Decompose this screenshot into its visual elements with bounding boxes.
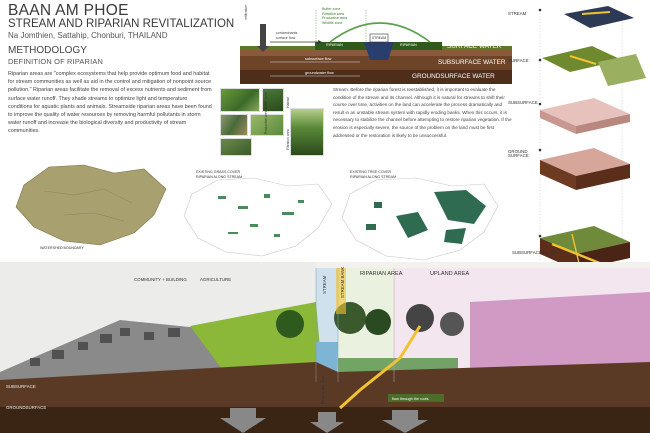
map3-label-b: RIPARIAN ALONG STREAM — [350, 175, 397, 179]
tree-cluster-5 — [440, 312, 464, 336]
photo-forest — [290, 108, 324, 156]
definition-paragraph: Riparian areas are "complex ecosystems t… — [8, 71, 212, 135]
agriculture-label: AGRICULTURE — [200, 277, 232, 282]
subsurface-label: SUBSURFACE — [6, 384, 36, 389]
layer-label-stream: STREAM — [508, 11, 527, 16]
groundwater-soil-band — [240, 70, 512, 84]
map3-label-a: EXISTING TREE COVER — [350, 170, 392, 174]
riparian-left-zone — [315, 42, 367, 50]
tree-cover-map — [341, 177, 499, 261]
surface-water-label: SURFACE WATER — [447, 43, 502, 50]
subsurface-flow-label: subsurface flow — [305, 57, 332, 61]
photo-people — [220, 114, 248, 136]
riparian-arc — [329, 22, 431, 43]
layer-label-surface: SURFACE — [508, 58, 529, 63]
flow-line — [338, 325, 422, 410]
stream-paragraph: Stream. Before the riparian forest is re… — [333, 87, 512, 138]
flow-through-roots-label: flow through the roots — [392, 397, 429, 401]
stream-bank-label: STREAM BANK — [340, 266, 345, 298]
map1-label: WATERSHED BOUNDARY — [40, 246, 84, 250]
stream-label: STREAM — [372, 36, 387, 40]
photo-caption-3: Filtration area — [286, 129, 290, 150]
watershed-shape — [15, 164, 167, 246]
stream-channel — [364, 42, 394, 60]
location-text: Na Jomthien, Sattahip, Chonburi, THAILAN… — [8, 31, 168, 40]
grass-map-outline — [183, 177, 333, 257]
groundsurface-label: GROUNDSURFACE — [6, 405, 47, 410]
subsurface-water-label: SUBSURFACE WATER — [438, 59, 506, 66]
grass-left — [240, 46, 345, 50]
tree-cluster-1 — [276, 310, 304, 338]
photo-buffer — [220, 138, 252, 156]
layer-label-subsurface: SUBSURFACE — [508, 100, 538, 105]
layer-label-subsurface-flow: SUBSURFACE FLOW — [512, 250, 556, 255]
infiltration-arrow — [260, 24, 266, 48]
layer-surface-detail — [598, 54, 646, 86]
photo-fields — [250, 114, 284, 136]
surface-flow-label: surface flow — [276, 36, 296, 40]
grass-cover-map — [183, 177, 333, 257]
photo-caption-1: Productive area Buffer zone — [264, 92, 268, 134]
groundsurface-water-label: GROUNDSURFACE WATER — [412, 73, 495, 80]
page-subtitle: STREAM AND RIPARIAN REVITALIZATION — [8, 18, 235, 30]
photo-tree — [262, 88, 284, 112]
subsection-heading: DEFINITION OF RIPARIAN — [8, 57, 104, 66]
down-arrow-3 — [382, 410, 428, 433]
contaminants-label: contaminants — [276, 31, 298, 35]
map2-label-a: EXISTING GRASS COVER — [196, 170, 241, 174]
riparian-area-label: RIPARIAN AREA — [360, 271, 403, 277]
down-arrow-1 — [220, 408, 266, 433]
grass-patches — [218, 194, 304, 237]
groundwater-flow-label: groundwater flow — [305, 71, 334, 75]
community-label: COMMUNITY + BUILDING — [134, 277, 187, 282]
flow-to-sea-label: Flow to the Sea — [320, 376, 325, 404]
layer-label-ground: GROUND SURFACE — [508, 149, 529, 159]
map2-label-b: RIPARIAN ALONG STREAM — [196, 175, 243, 179]
stream-bank-marker — [336, 268, 346, 314]
stream-zone-label: STREAM — [322, 275, 327, 294]
layer-stream — [564, 6, 634, 28]
photo-caption-2: Habitat — [286, 97, 290, 108]
upland-area-label: UPLAND AREA — [430, 271, 470, 277]
riparian-right-zone — [390, 42, 442, 50]
down-arrow-2 — [310, 412, 344, 433]
photo-grass-field — [220, 88, 260, 112]
subsurface-soil — [0, 362, 650, 412]
page-title: BAAN AM PHOE — [8, 2, 129, 19]
riparian-right-label: RIPARIAN — [400, 43, 417, 47]
watershed-map — [15, 164, 167, 246]
tree-cluster-3 — [365, 309, 391, 335]
riparian-left-label: RIPARIAN — [326, 43, 343, 47]
tree-patches — [366, 190, 486, 244]
landscape-section — [0, 262, 650, 433]
infiltration-label: infiltration — [244, 4, 248, 20]
tree-cluster-4 — [406, 304, 434, 332]
section-heading: METHODOLOGY — [8, 45, 87, 56]
subsurface-soil-band — [240, 56, 512, 70]
stream-box — [369, 33, 389, 43]
riparian-section-diagram — [240, 10, 512, 84]
buffer-zone-label: Buffer zone Filtration area Productive a… — [322, 7, 348, 25]
grass-right — [405, 46, 512, 50]
layer-stack-diagram — [538, 6, 646, 290]
